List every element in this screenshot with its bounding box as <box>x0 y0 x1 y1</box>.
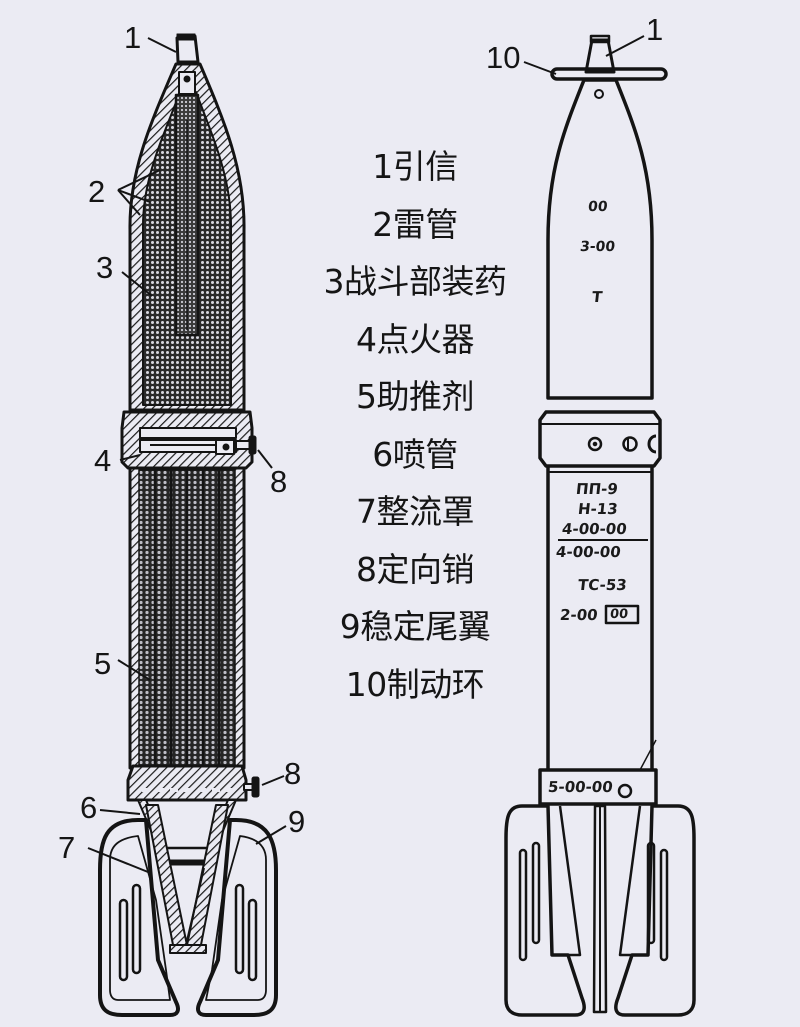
callout-1-left: 1 <box>124 20 142 55</box>
legend-item-orientation-pin: 8定向销 <box>356 549 475 589</box>
marking-body-6-box: 00 <box>609 607 629 622</box>
callout-5: 5 <box>94 646 112 681</box>
marking-tail-band: 5-00-00 <box>547 778 614 796</box>
marking-body-3: 4-00-00 <box>561 520 628 538</box>
marking-nose-1: 00 <box>587 199 609 215</box>
callout-2: 2 <box>88 174 106 209</box>
legend-item-booster-propellant: 5助推剂 <box>356 377 475 416</box>
marking-body-2: H-13 <box>577 500 619 518</box>
right-exterior-view <box>504 34 696 1017</box>
legend-item-fairing: 7整流罩 <box>356 492 475 531</box>
legend-item-nozzle: 6喷管 <box>372 434 458 474</box>
marking-body-5: TC-53 <box>577 576 628 594</box>
callout-4: 4 <box>94 443 112 478</box>
callout-7: 7 <box>58 830 76 865</box>
callout-8-top: 8 <box>270 464 288 499</box>
marking-nose-2: 3-00 <box>579 239 616 255</box>
legend-item-tail-fin: 9稳定尾翼 <box>339 607 491 646</box>
callout-1-right: 1 <box>646 12 664 47</box>
left-cross-section <box>87 33 287 1017</box>
marking-nose-3: T <box>591 288 604 306</box>
marking-body-4: 4-00-00 <box>555 543 622 561</box>
callout-3: 3 <box>96 250 114 285</box>
legend-item-detonator: 2雷管 <box>372 204 458 244</box>
marking-body-6: 2-00 <box>559 606 599 624</box>
callout-9: 9 <box>288 804 306 839</box>
callout-10: 10 <box>486 40 521 75</box>
legend-item-fuze: 1引信 <box>372 147 458 186</box>
legend-item-igniter: 4点火器 <box>356 319 475 359</box>
marking-body-1: ПП-9 <box>575 480 619 498</box>
callout-8-bottom: 8 <box>284 756 302 791</box>
legend-item-brake-ring: 10制动环 <box>345 664 485 704</box>
legend-item-warhead-charge: 3战斗部装药 <box>323 262 508 301</box>
legend-list: 1引信 2雷管 3战斗部装药 4点火器 5助推剂 6喷管 7整流罩 8定向销 9… <box>300 138 530 713</box>
callout-6: 6 <box>80 790 98 825</box>
